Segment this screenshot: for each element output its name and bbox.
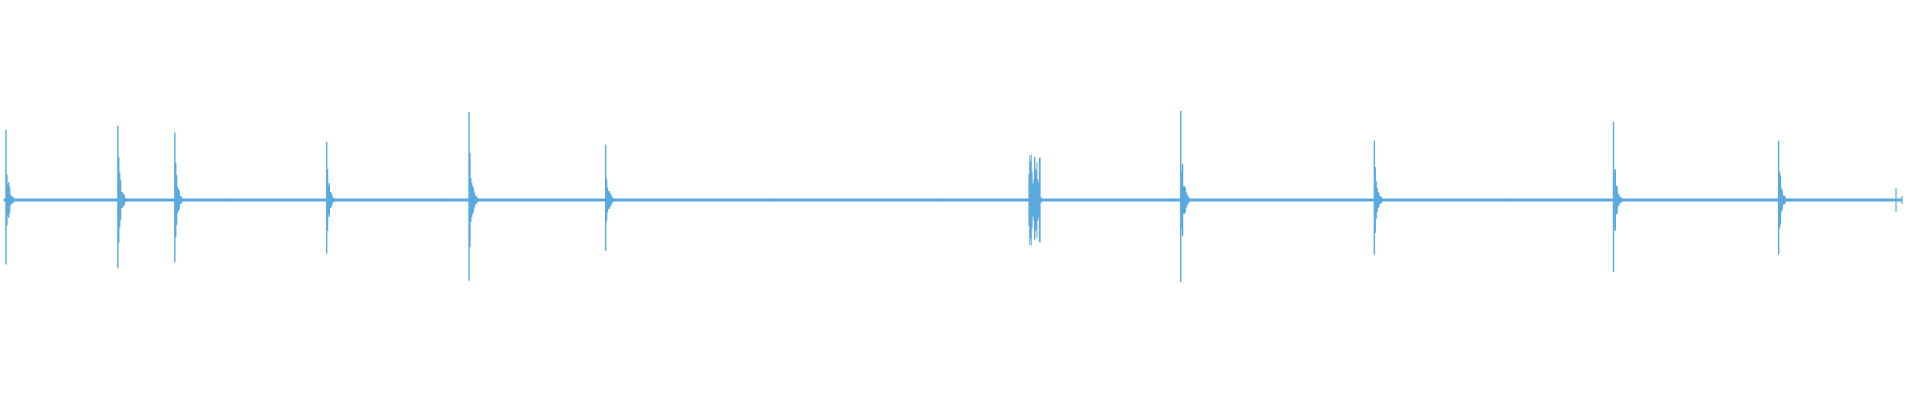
waveform-transient [468,112,486,281]
waveform-end-marker [1895,188,1903,212]
waveform-transient [1612,121,1630,273]
waveform-transient [117,125,134,269]
waveform-trace [3,110,1903,282]
waveform-burst [1028,154,1041,246]
waveform-transient [5,129,22,265]
waveform-transient [325,141,343,254]
waveform-transient [174,132,191,263]
waveform-noise [3,198,1903,202]
waveform-transient [1777,140,1795,255]
waveform-transient [604,144,622,251]
waveform-transient [1373,140,1391,255]
waveform-transient [1180,110,1197,282]
